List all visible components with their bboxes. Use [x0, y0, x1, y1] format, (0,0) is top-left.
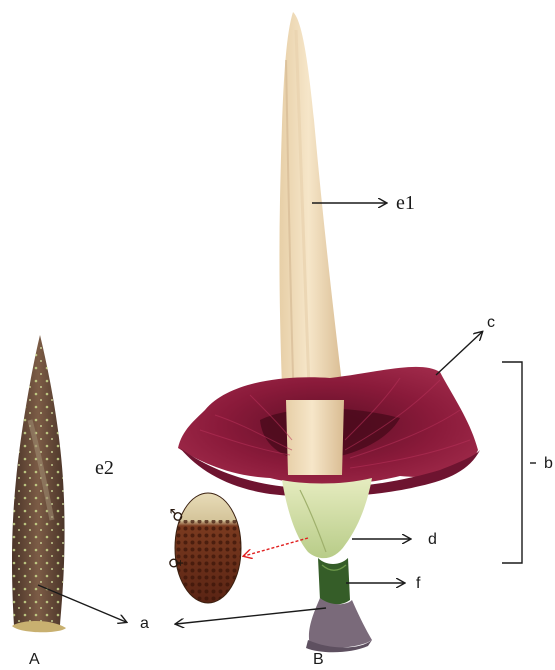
label-c: c — [487, 315, 495, 331]
spathe — [178, 367, 480, 497]
female-symbol: ♀ — [168, 557, 184, 569]
spathe-base — [282, 478, 372, 558]
bud-a — [12, 335, 66, 632]
arrow-c — [436, 332, 482, 375]
label-e1: e1 — [396, 193, 415, 213]
label-panel-b: B — [313, 652, 324, 668]
label-a: a — [140, 616, 149, 632]
bracket-b — [502, 362, 522, 563]
arrow-inset — [244, 538, 308, 556]
label-f: f — [416, 576, 420, 592]
label-d: d — [428, 532, 437, 548]
stalk — [318, 558, 350, 605]
label-panel-a: A — [29, 652, 40, 668]
corm — [306, 598, 372, 652]
label-b: b — [544, 456, 553, 472]
arrow-a-corm — [176, 608, 326, 624]
label-e2: e2 — [95, 458, 114, 478]
male-symbol: ♂ — [169, 508, 185, 522]
